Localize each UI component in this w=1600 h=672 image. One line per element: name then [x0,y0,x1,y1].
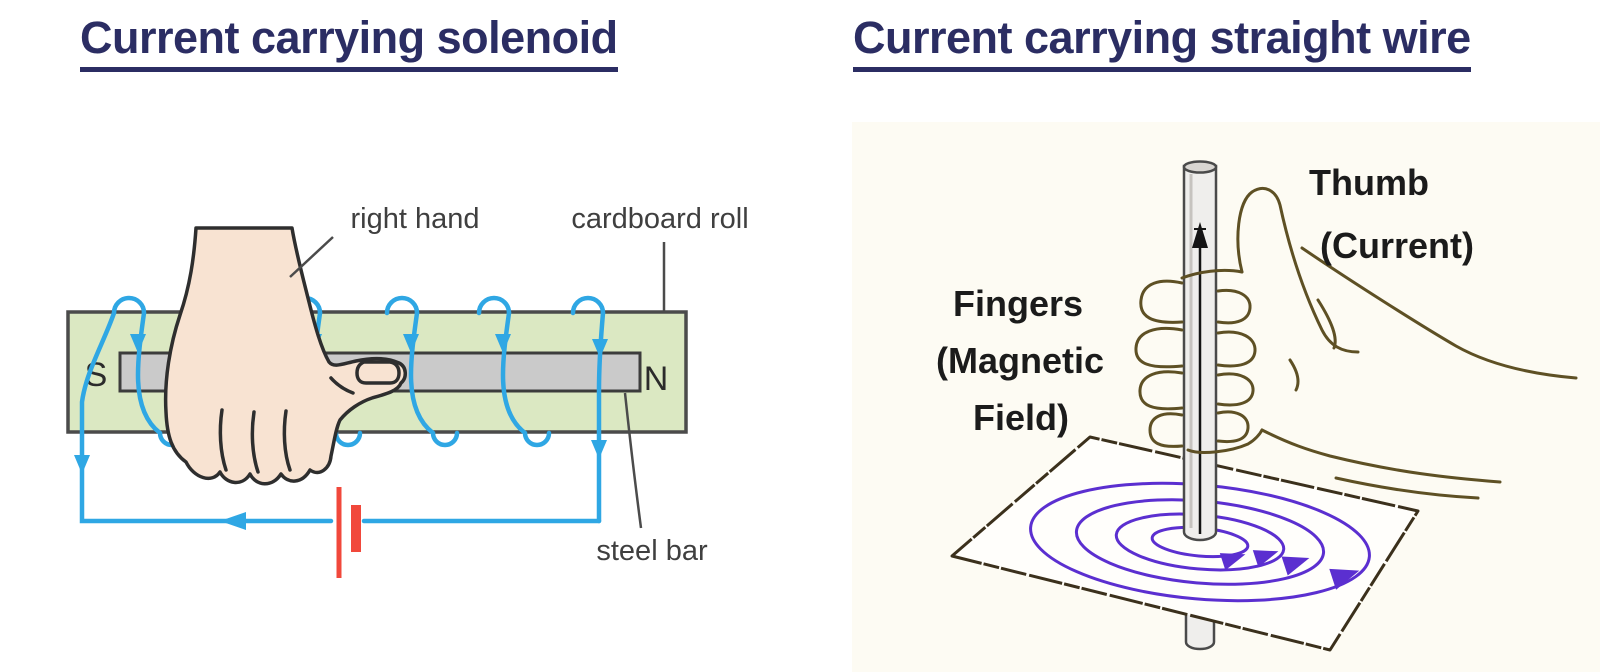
current-direction-arrow [1192,222,1208,534]
left-title-text: Current carrying solenoid [80,12,618,72]
finger-outline [1148,412,1184,448]
cardboard-roll-label: cardboard roll [571,203,748,235]
fingertip-outline [1216,330,1257,368]
hand-outline [163,226,407,486]
right-hand-leader-line [289,236,334,278]
fingers-label-line3: Field) [973,397,1069,438]
coil-turn-top-arc [384,295,420,316]
fingertip-outline [1216,288,1252,325]
coil-entry-wire [79,310,334,524]
thumb-label-line2: (Current) [1320,225,1474,266]
finger-crease [218,408,228,472]
field-arrow-icon [1252,550,1279,568]
coil-turn-front-wire [408,310,460,448]
current-arrow-icon [592,339,608,358]
coil-turn-top-arc [476,295,512,316]
battery-icon [336,487,361,578]
current-arrow-icon [403,334,419,353]
gripping-hand-illustration [1134,187,1578,500]
wrist-inner-line [1334,476,1480,500]
fingertip-outline [1216,372,1255,407]
palm-crease [1288,358,1300,392]
wrist-bottom-contour [1260,428,1502,484]
finger-crease [282,409,292,472]
current-arrow-icon [74,455,90,474]
solenoid-figure: S N [66,203,749,578]
current-arrow-icon [495,334,511,353]
thumbnail [355,360,401,385]
left-title: Current carrying solenoid [80,12,618,72]
right-title: Current carrying straight wire [853,12,1471,72]
fist-bottom-contour [1186,428,1264,454]
current-arrow-icon [130,334,146,353]
field-arrow-icon [1219,553,1246,571]
finger-outline [1139,279,1184,324]
coil-turn-top-arc [111,295,147,316]
coil-front-turns [361,295,606,524]
field-direction-arrows [1219,550,1360,590]
field-arrow-icon [1329,568,1360,590]
knuckle-crease [1316,298,1337,350]
finger-outline [1138,370,1184,411]
coil-turn-front-wire [500,310,552,448]
right-hand-illustration [163,226,407,486]
fingertip-outline [1216,410,1250,444]
fingers-label-line1: Fingers [953,283,1083,324]
straight-wire-figure: Thumb (Current) Fingers (Magnetic Field) [852,122,1600,672]
steel-bar-leader-line [623,392,643,529]
coil-turn-top-arc [570,295,606,316]
finger-outline [1134,326,1184,369]
index-finger-edge [1180,268,1244,280]
current-arrow-icon [591,440,607,459]
thumb-outline [1236,187,1360,354]
pole-north-label: N [644,360,669,398]
field-arrow-icon [1281,556,1310,576]
right-title-text: Current carrying straight wire [853,12,1471,72]
finger-crease [250,410,260,474]
steel-bar-label: steel bar [596,535,708,567]
right-hand-label: right hand [351,203,480,235]
rod-top-cap [1182,160,1218,174]
thumb-crease [329,376,355,395]
coil-front-arrows [403,334,608,459]
current-arrow-icon [220,512,246,530]
current-arrow-icon [1192,222,1208,248]
fingers-label-line2: (Magnetic [936,340,1104,381]
thumb-label-line1: Thumb [1309,162,1429,203]
hand-top-contour [1300,246,1578,380]
